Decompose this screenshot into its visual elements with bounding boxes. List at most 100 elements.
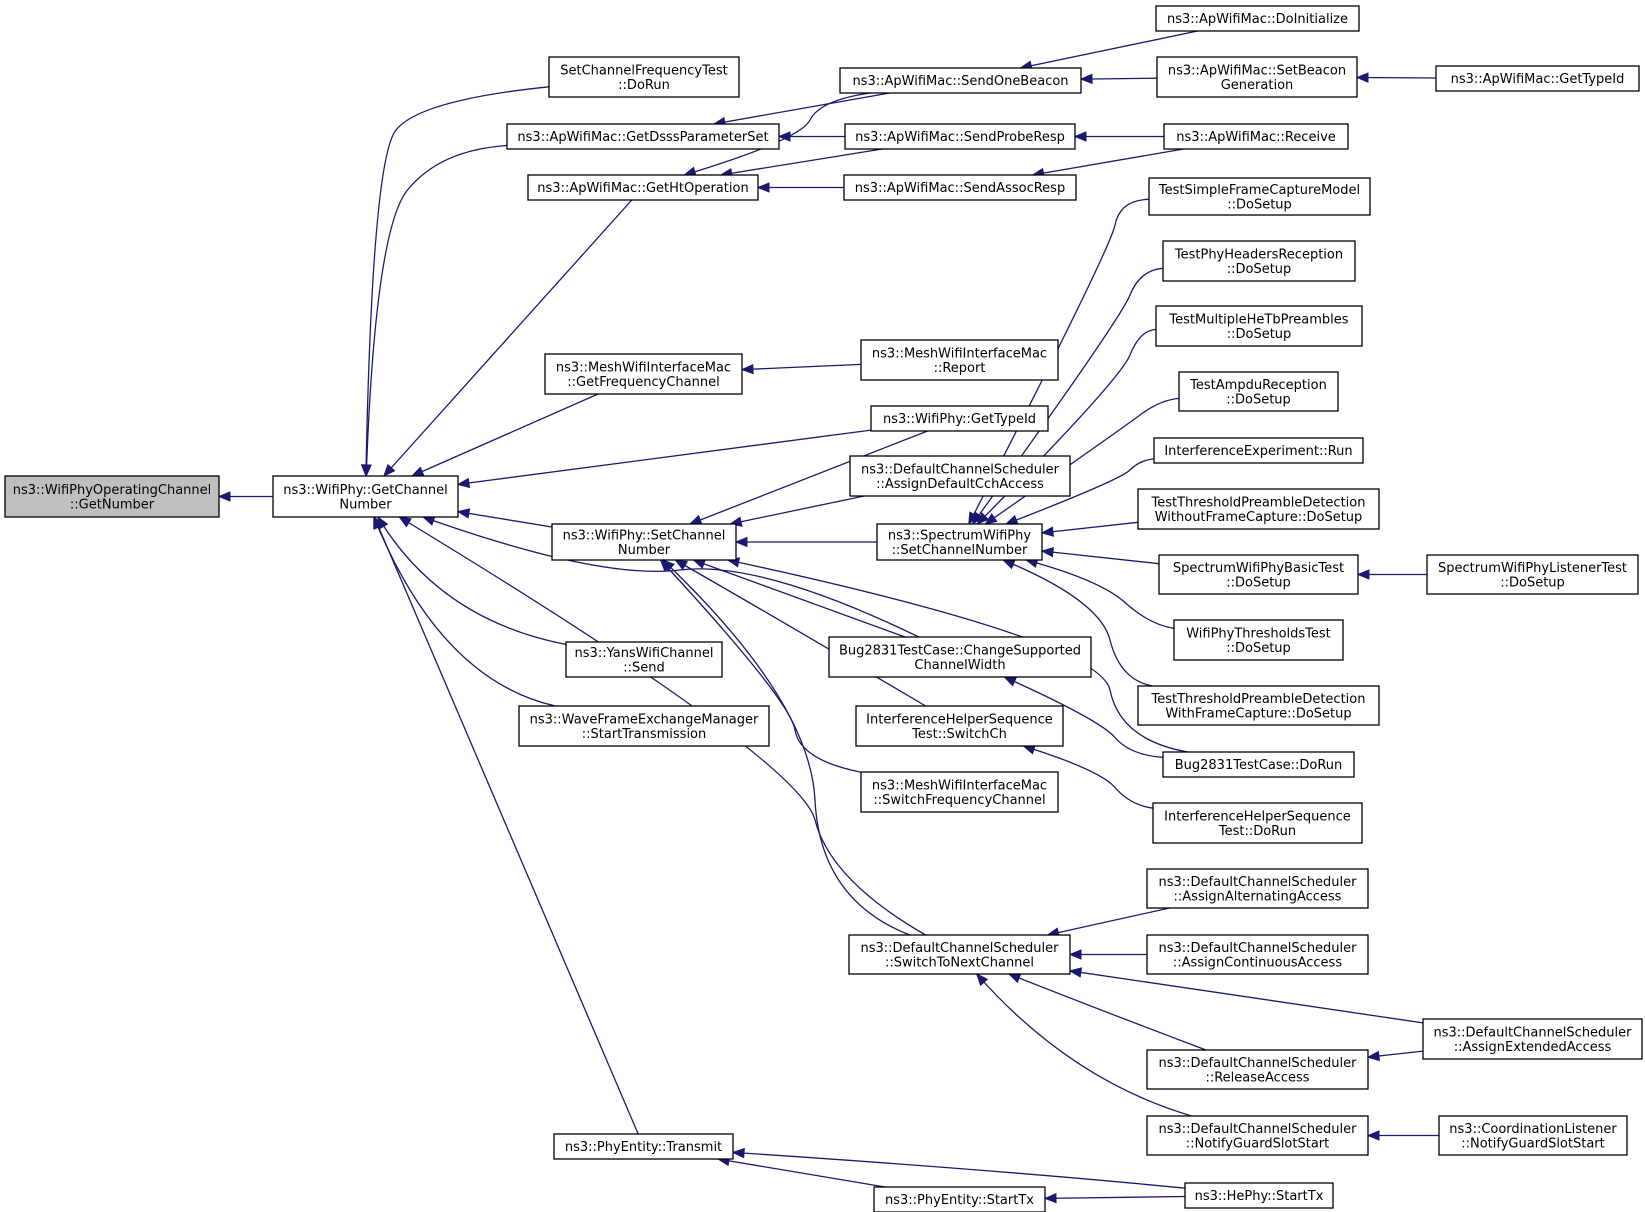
node-box <box>1155 305 1363 347</box>
arrowhead-setchan <box>688 514 703 525</box>
node-yanssend[interactable]: ns3::YansWifiChannel::Send <box>565 641 723 678</box>
node-sendbeacon[interactable]: ns3::ApWifiMac::SendOneBeacon <box>839 67 1082 94</box>
arrowhead-phytransmit <box>731 1147 745 1159</box>
node-apgettypeid[interactable]: ns3::ApWifiMac::GetTypeId <box>1435 65 1640 92</box>
node-label: TestThresholdPreambleDetection <box>1151 495 1366 510</box>
node-spectrumbasic[interactable]: SpectrumWifiPhyBasicTest::DoSetup <box>1158 554 1359 595</box>
node-label: ns3::DefaultChannelScheduler <box>861 462 1060 477</box>
node-doinit[interactable]: ns3::ApWifiMac::DoInitialize <box>1155 5 1360 32</box>
node-label: ::GetFrequencyChannel <box>567 375 719 390</box>
node-switchnext[interactable]: ns3::DefaultChannelScheduler::SwitchToNe… <box>848 934 1071 975</box>
node-setchan[interactable]: ns3::WifiPhy::SetChannelNumber <box>551 523 737 561</box>
node-box <box>1435 65 1640 92</box>
edge-sendbeacon-to-getht <box>684 92 871 176</box>
node-label: Bug2831TestCase::DoRun <box>1175 758 1343 773</box>
node-box <box>855 705 1064 747</box>
node-getdsss[interactable]: ns3::ApWifiMac::GetDsssParameterSet <box>506 123 780 150</box>
node-box <box>1438 1115 1628 1156</box>
node-label: ns3::WifiPhyOperatingChannel <box>13 483 212 498</box>
node-bugdorun[interactable]: Bug2831TestCase::DoRun <box>1162 751 1355 778</box>
node-box <box>1155 5 1360 32</box>
node-testphyhdr[interactable]: TestPhyHeadersReception::DoSetup <box>1162 240 1356 282</box>
node-label: ::StartTransmission <box>582 727 707 742</box>
arrowhead-sendbeacon <box>1079 73 1093 85</box>
node-meshreport[interactable]: ns3::MeshWifiInterfaceMac::Report <box>860 339 1059 381</box>
node-label: SetChannelFrequencyTest <box>560 63 727 78</box>
edge-yanssend-to-getchan <box>377 516 567 646</box>
node-meshswitch[interactable]: ns3::MeshWifiInterfaceMac::SwitchFrequen… <box>860 771 1059 813</box>
node-label: Generation <box>1221 78 1294 93</box>
node-assigncch[interactable]: ns3::DefaultChannelScheduler::AssignDefa… <box>849 455 1071 497</box>
arrowhead-setchan <box>661 559 675 572</box>
node-box <box>1146 1049 1369 1090</box>
node-assignext[interactable]: ns3::DefaultChannelScheduler::AssignExte… <box>1422 1018 1643 1060</box>
node-box <box>1146 868 1369 909</box>
node-box <box>1162 751 1355 778</box>
node-interfexp[interactable]: InterferenceExperiment::Run <box>1153 437 1364 464</box>
edge-switchnext-to-setchan <box>662 559 910 936</box>
node-testthrwith[interactable]: TestThresholdPreambleDetectionWithFrameC… <box>1137 685 1380 726</box>
arrowhead-getchan <box>456 508 471 519</box>
node-box <box>848 934 1071 975</box>
node-label: ::Report <box>934 361 986 376</box>
node-phytransmit[interactable]: ns3::PhyEntity::Transmit <box>553 1133 734 1160</box>
node-wifithr[interactable]: WifiPhyThresholdsTest::DoSetup <box>1173 619 1344 661</box>
arrowhead-setbeacongen <box>1355 72 1369 83</box>
node-testampdu[interactable]: TestAmpduReception::DoSetup <box>1178 371 1339 412</box>
node-label: ns3::ApWifiMac::GetTypeId <box>1451 72 1625 87</box>
node-testsimple[interactable]: TestSimpleFrameCaptureModel::DoSetup <box>1148 177 1371 216</box>
node-label: ns3::SpectrumWifiPhy <box>888 528 1031 543</box>
node-setchfreqtest[interactable]: SetChannelFrequencyTest::DoRun <box>548 56 740 98</box>
edge-setbeacongen-to-sendbeacon <box>1080 77 1158 80</box>
node-getht[interactable]: ns3::ApWifiMac::GetHtOperation <box>527 174 759 201</box>
node-assigncont[interactable]: ns3::DefaultChannelScheduler::AssignCont… <box>1146 934 1369 975</box>
node-wavestart[interactable]: ns3::WaveFrameExchangeManager::StartTran… <box>518 705 770 747</box>
node-notifyguard[interactable]: ns3::DefaultChannelScheduler::NotifyGuar… <box>1146 1115 1369 1156</box>
node-label: ns3::WifiPhy::GetTypeId <box>883 412 1036 427</box>
node-label: ns3::WaveFrameExchangeManager <box>530 712 759 727</box>
edge-phytypeid-to-setchan <box>689 430 928 525</box>
arrowhead-sendprobe <box>1073 131 1087 142</box>
node-box <box>873 1186 1046 1212</box>
node-label: ::SwitchToNextChannel <box>885 955 1034 970</box>
node-box <box>544 353 743 395</box>
node-phytypeid[interactable]: ns3::WifiPhy::GetTypeId <box>870 405 1049 432</box>
node-box <box>1178 371 1339 412</box>
node-spectrumlistener[interactable]: SpectrumWifiPhyListenerTest::DoSetup <box>1426 554 1639 595</box>
node-coordnotify[interactable]: ns3::CoordinationListener::NotifyGuardSl… <box>1438 1115 1628 1156</box>
node-box <box>849 455 1071 497</box>
node-assignalt[interactable]: ns3::DefaultChannelScheduler::AssignAlte… <box>1146 868 1369 909</box>
node-label: ns3::DefaultChannelScheduler <box>1434 1025 1633 1040</box>
node-box <box>527 174 759 201</box>
node-sendassoc[interactable]: ns3::ApWifiMac::SendAssocResp <box>843 174 1077 201</box>
node-testthrwo[interactable]: TestThresholdPreambleDetectionWithoutFra… <box>1137 488 1380 530</box>
node-label: TestAmpduReception <box>1189 378 1327 393</box>
node-bugchange[interactable]: Bug2831TestCase::ChangeSupportedChannelW… <box>828 636 1092 678</box>
node-box <box>1148 177 1371 216</box>
node-hestarttx[interactable]: ns3::HePhy::StartTx <box>1184 1182 1334 1209</box>
edge-assignalt-to-switchnext <box>1047 907 1170 936</box>
node-sendprobe[interactable]: ns3::ApWifiMac::SendProbeResp <box>844 123 1076 150</box>
node-spectrumset[interactable]: ns3::SpectrumWifiPhy::SetChannelNumber <box>876 523 1043 561</box>
node-phystarttx[interactable]: ns3::PhyEntity::StartTx <box>873 1186 1046 1212</box>
arrowhead-setchan <box>692 558 707 569</box>
edge-meshgetfreq-to-getchan <box>411 393 599 477</box>
node-meshgetfreq[interactable]: ns3::MeshWifiInterfaceMac::GetFrequencyC… <box>544 353 743 395</box>
node-receive[interactable]: ns3::ApWifiMac::Receive <box>1163 123 1349 150</box>
node-label: Bug2831TestCase::ChangeSupported <box>839 643 1081 658</box>
node-label: ns3::ApWifiMac::GetDsssParameterSet <box>517 130 768 145</box>
node-box <box>1426 554 1639 595</box>
edge-bugchange-to-setchan <box>693 559 906 638</box>
node-releaseacc[interactable]: ns3::DefaultChannelScheduler::ReleaseAcc… <box>1146 1049 1369 1090</box>
node-label: ::AssignExtendedAccess <box>1454 1040 1612 1055</box>
node-box <box>839 67 1082 94</box>
node-root[interactable]: ns3::WifiPhyOperatingChannel::GetNumber <box>4 475 220 518</box>
node-testmulti[interactable]: TestMultipleHeTbPreambles::DoSetup <box>1155 305 1363 347</box>
node-label: ns3::WifiPhy::SetChannel <box>563 528 726 543</box>
node-box <box>551 523 737 561</box>
edge-setchan-to-getchan <box>457 510 553 528</box>
